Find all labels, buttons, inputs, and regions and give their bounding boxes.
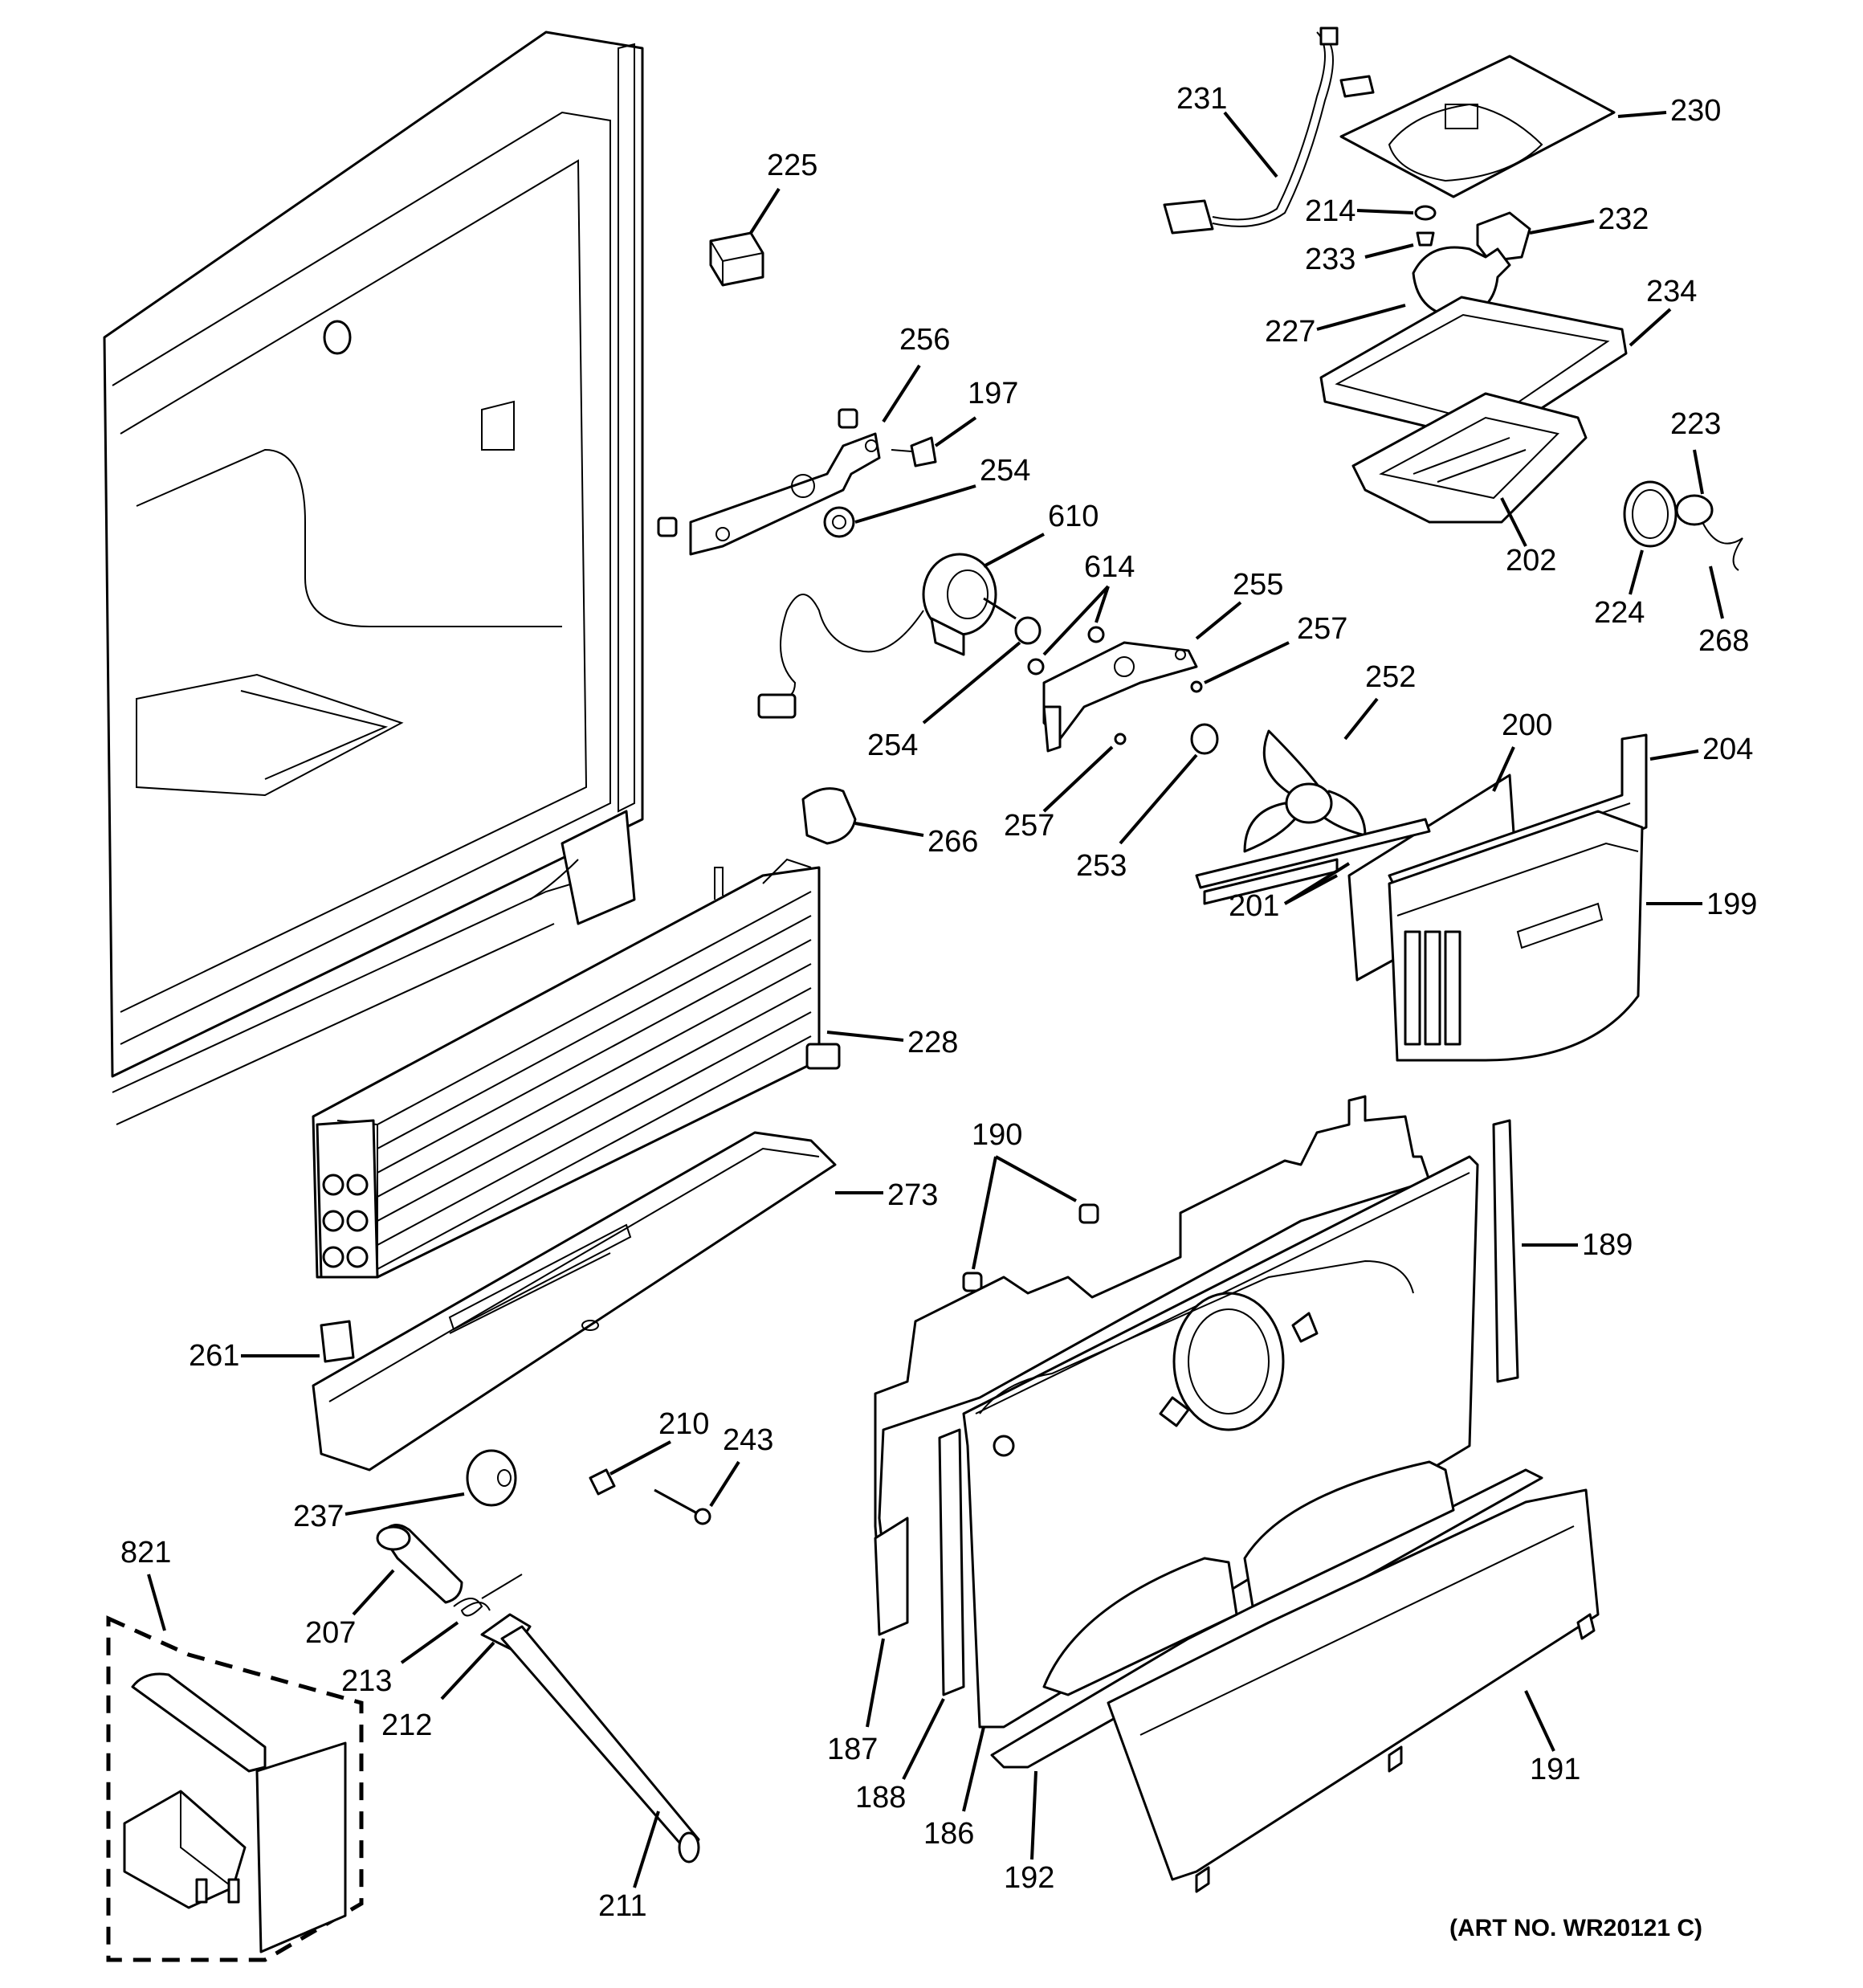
part-232-socket: 232 (1476, 202, 1649, 263)
callout-213: 213 (341, 1664, 392, 1698)
callout-257-lower: 257 (1004, 809, 1054, 843)
callout-233: 233 (1305, 243, 1355, 276)
callout-821: 821 (120, 1536, 171, 1570)
callout-192: 192 (1004, 1861, 1054, 1895)
callout-243: 243 (723, 1423, 773, 1457)
callout-225: 225 (767, 149, 817, 182)
part-256-motor-bracket: 256 197 254 (657, 323, 1030, 556)
art-number: (ART NO. WR20121 C) (1449, 1915, 1702, 1941)
part-228-evaporator: 228 (312, 858, 958, 1279)
part-191-grille-cover: 191 (1107, 1488, 1600, 1893)
part-273-drain-pan: 273 (312, 1131, 938, 1472)
callout-197: 197 (968, 377, 1018, 410)
part-187-insulation: 187 (827, 1095, 1431, 1766)
callout-200: 200 (1502, 708, 1552, 742)
part-213-spring: 213 (341, 1574, 523, 1698)
callout-273: 273 (887, 1178, 938, 1212)
callout-190: 190 (972, 1118, 1022, 1152)
callout-252: 252 (1365, 660, 1416, 694)
callout-266: 266 (927, 825, 978, 859)
callout-211: 211 (598, 1889, 647, 1923)
part-199-evap-cover: 199 (1388, 810, 1757, 1062)
callout-614: 614 (1084, 550, 1135, 584)
callout-204: 204 (1702, 733, 1753, 766)
callout-191: 191 (1530, 1753, 1580, 1786)
callout-202: 202 (1506, 544, 1556, 578)
callout-223: 223 (1670, 407, 1721, 441)
part-225-relay: 225 (709, 149, 817, 287)
part-237: 237 (293, 1449, 517, 1533)
callout-268: 268 (1698, 624, 1749, 658)
part-227-bulb: 227 (1265, 246, 1511, 349)
callout-230: 230 (1670, 94, 1721, 128)
callout-254-lower: 254 (867, 729, 918, 762)
callout-228: 228 (907, 1026, 958, 1059)
callout-189: 189 (1582, 1228, 1633, 1262)
callout-224: 224 (1594, 596, 1645, 630)
callout-234: 234 (1646, 275, 1697, 308)
part-190-plugs: 190 (962, 1118, 1099, 1292)
part-223-224-sensor: 223 224 268 (1594, 407, 1749, 658)
callout-210: 210 (658, 1407, 709, 1441)
callout-201: 201 (1229, 889, 1279, 923)
part-201-seals: 201 (1195, 818, 1431, 923)
part-266: 266 (801, 787, 978, 859)
part-211-drain-tube: 211 (500, 1625, 700, 1923)
callout-253: 253 (1076, 849, 1127, 883)
callout-188: 188 (855, 1781, 906, 1815)
callout-237: 237 (293, 1500, 344, 1533)
callout-255: 255 (1233, 568, 1283, 602)
part-610-fan-motor: 610 254 (757, 500, 1099, 762)
callout-254-upper: 254 (980, 454, 1030, 488)
callout-231: 231 (1176, 82, 1227, 116)
part-234-frame: 234 (1319, 275, 1697, 443)
callout-199: 199 (1706, 888, 1757, 921)
part-207-drain-adapter: 207 (305, 1524, 463, 1650)
part-186-back-panel: 186 (923, 1155, 1479, 1851)
part-231-harness: 231 (1163, 27, 1375, 235)
callout-232: 232 (1598, 202, 1649, 236)
part-214-nut: 214 (1305, 194, 1437, 228)
callout-207: 207 (305, 1616, 356, 1650)
callout-214: 214 (1305, 194, 1355, 228)
callout-186: 186 (923, 1817, 974, 1851)
part-212-clip: 212 (381, 1613, 532, 1742)
part-252-fan-blade: 252 (1243, 660, 1416, 853)
part-233-screw: 233 (1305, 231, 1435, 276)
callout-212: 212 (381, 1708, 432, 1742)
part-230-plate: 230 (1339, 55, 1721, 198)
part-188-seal: 188 (855, 1428, 965, 1815)
cabinet-liner (103, 31, 644, 1125)
callout-227: 227 (1265, 315, 1315, 349)
part-261: 261 (189, 1320, 355, 1373)
callout-187: 187 (827, 1733, 878, 1766)
callout-261: 261 (189, 1339, 239, 1373)
callout-256: 256 (899, 323, 950, 357)
part-210-243: 210 243 (589, 1407, 773, 1525)
part-821-kit: 821 (106, 1536, 364, 1962)
callout-610: 610 (1048, 500, 1099, 533)
part-255-motor-mount: 614 255 257 257 253 (1004, 550, 1347, 883)
callout-257-upper: 257 (1297, 612, 1347, 646)
part-189-seal: 189 (1492, 1119, 1633, 1383)
part-202-light-shield: 202 (1351, 392, 1588, 578)
